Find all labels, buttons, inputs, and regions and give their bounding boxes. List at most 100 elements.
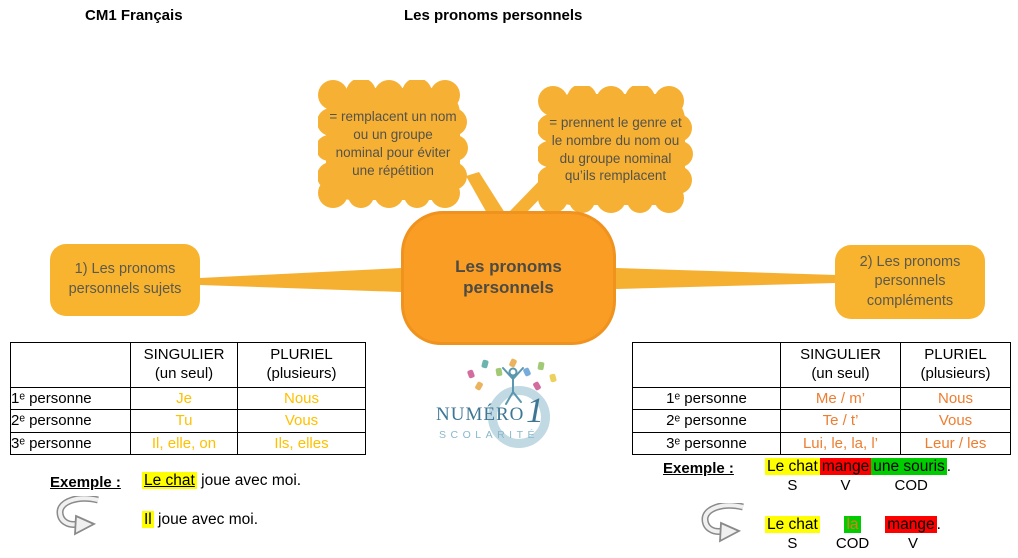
logo-circle [488,386,550,448]
highlighted-pronoun: Il [142,511,154,528]
plural-subtitle: (plusieurs) [920,364,991,382]
sentence-segment: une souris. COD [871,458,951,494]
branch-node-complement-label: 2) Les pronoms personnels compléments [859,253,961,309]
plural-header: PLURIEL (plusieurs) [237,342,366,388]
curved-arrow-icon [701,503,744,543]
grammar-tag: COD [894,477,928,494]
pronoun-cell: Te / t’ [780,409,901,433]
pronoun-cell: Nous [237,386,366,410]
singular-header: SINGULIER (un seul) [780,342,901,388]
cloud-shape [538,86,693,213]
sentence-period: . [936,516,941,533]
logo-subtitle-text: SCOLARITÉ [439,429,540,441]
pronoun-cell: Leur / les [900,431,1011,455]
subject-pronouns-table: SINGULIER (un seul) PLURIEL (plusieurs) … [10,342,366,455]
example-right-sentence-2: Le chat S la COD mange. V [765,516,941,552]
pronoun-cell: Je [130,386,238,410]
table-row: 2ᵉ personne Tu Vous [10,409,366,433]
sentence-segment: Le chat S [765,516,820,552]
pronoun-cell: Il, elle, on [130,431,238,455]
sentence-segment: la COD [836,516,869,552]
example-left-sentence-1: Le chat joue avec moi. [142,472,301,490]
grammar-tag: S [787,535,798,552]
pronoun-cell: Me / m’ [780,386,901,410]
branch-node-subject-label: 1) Les pronoms personnels sujets [68,261,182,297]
sentence-period: . [946,458,952,475]
pronoun-cell: Vous [900,409,1011,433]
confetti-icon [474,381,484,391]
table-header-row: SINGULIER (un seul) PLURIEL (plusieurs) [10,342,366,388]
highlighted-subject: Le chat [142,472,197,489]
plural-header: PLURIEL (plusieurs) [900,342,1011,388]
definition-cloud-left: = remplacent un nom ou un groupe nominal… [318,80,468,208]
plural-subtitle: (plusieurs) [266,364,337,382]
confetti-icon [537,361,545,371]
pronoun-cell: Vous [237,409,366,433]
pronoun-cell: Ils, elles [237,431,366,455]
confetti-icon [466,369,476,379]
table-row: 2ᵉ personne Te / t’ Vous [632,409,1011,433]
course-title: CM1 Français [85,7,183,24]
numero1-scolarite-logo: NUMÉRO 1 SCOLARITÉ [430,356,588,468]
central-topic-node: Les pronoms personnels [401,211,616,345]
pronoun-cell: Tu [130,409,238,433]
grammar-tag: V [908,535,919,552]
plural-title: PLURIEL [924,346,987,363]
logo-number: 1 [526,390,544,430]
grammar-tag: COD [835,535,870,552]
person-label: 3ᵉ personne [10,431,131,455]
branch-node-subject-pronouns: 1) Les pronoms personnels sujets [50,244,200,316]
table-row: 3ᵉ personne Lui, le, la, l’ Leur / les [632,431,1011,455]
person-label: 2ᵉ personne [10,409,131,433]
definition-cloud-right-text: = prennent le genre et le nombre du nom … [549,114,682,184]
complement-pronouns-table: SINGULIER (un seul) PLURIEL (plusieurs) … [632,342,1011,455]
pronoun-cell: Lui, le, la, l’ [780,431,901,455]
highlighted-subject: Le chat [765,458,820,475]
branch-node-complement-pronouns: 2) Les pronoms personnels compléments [835,245,985,319]
example-right-sentence-1: Le chat S mange V une souris. COD [765,458,951,494]
highlighted-verb: mange [819,458,872,475]
singular-subtitle: (un seul) [154,364,214,382]
grammar-tag: S [787,477,798,494]
grammar-tag: V [840,477,851,494]
person-label: 1ᵉ personne [632,386,781,410]
empty-header-cell [632,342,781,388]
person-label: 1ᵉ personne [10,386,131,410]
highlighted-object: une souris [871,458,947,475]
singular-title: SINGULIER [800,346,881,363]
highlighted-subject: Le chat [765,516,820,533]
singular-subtitle: (un seul) [811,364,870,382]
definition-cloud-right: = prennent le genre et le nombre du nom … [538,86,693,213]
confetti-icon [481,359,489,369]
table-row: 3ᵉ personne Il, elle, on Ils, elles [10,431,366,455]
highlighted-pronoun: la [844,516,861,533]
table-header-row: SINGULIER (un seul) PLURIEL (plusieurs) [632,342,1011,388]
cloud-shape [318,80,468,208]
singular-header: SINGULIER (un seul) [130,342,238,388]
sentence-rest: joue avec moi. [153,511,258,528]
pronoun-cell: Nous [900,386,1011,410]
empty-header-cell [10,342,131,388]
plural-title: PLURIEL [270,346,333,363]
example-right-label: Exemple : [663,460,734,477]
sentence-segment: mange. V [885,516,941,552]
confetti-icon [549,373,557,383]
logo-brand-text: NUMÉRO [436,404,525,425]
curved-arrow-icon [56,496,99,536]
central-topic-label: Les pronoms personnels [455,257,562,297]
sentence-segment: mange V [819,458,872,494]
singular-title: SINGULIER [143,346,225,363]
sentence-segment: Le chat S [765,458,820,494]
stick-figure-icon [502,367,524,405]
example-left-label: Exemple : [50,474,121,491]
sentence-rest: joue avec moi. [196,472,302,489]
table-row: 1ᵉ personne Je Nous [10,386,366,410]
example-left-sentence-2: Il joue avec moi. [142,511,258,529]
person-label: 3ᵉ personne [632,431,781,455]
highlighted-verb: mange [885,516,937,533]
person-label: 2ᵉ personne [632,409,781,433]
table-row: 1ᵉ personne Me / m’ Nous [632,386,1011,410]
page-title: Les pronoms personnels [404,7,583,24]
